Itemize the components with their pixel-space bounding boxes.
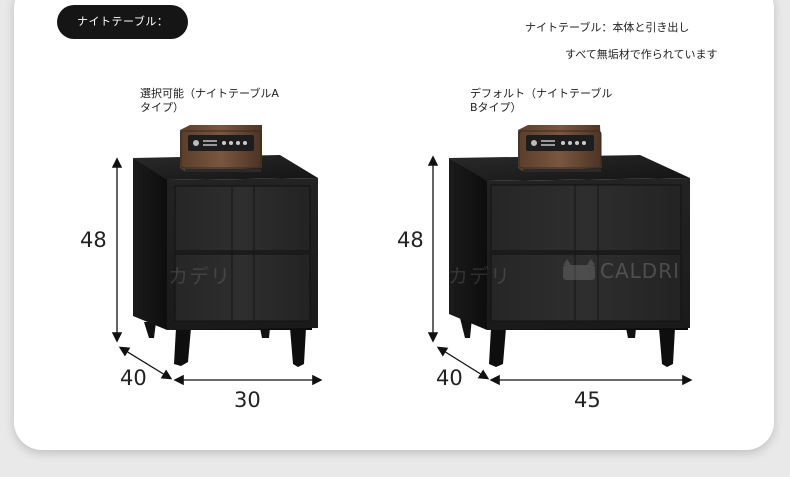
cabinet-side: [133, 158, 167, 330]
note-line-1: ナイトテーブル：本体と引き出し: [525, 21, 690, 34]
leg-front-right: [290, 328, 306, 367]
radio-speaker-a: [180, 125, 262, 172]
leg-back-right: [626, 328, 636, 338]
leg-front-right: [659, 328, 675, 367]
nightstand-b: [427, 125, 693, 386]
width-label-b: 45: [574, 388, 601, 412]
width-label-a: 30: [234, 388, 261, 412]
section-label: ナイトテーブル：: [77, 15, 169, 28]
drawer-bottom: [174, 253, 311, 322]
cabinet-side: [449, 158, 487, 330]
caption-b: デフォルト（ナイトテーブル Bタイプ）: [470, 87, 640, 115]
leg-front-left: [489, 328, 506, 367]
depth-label-b: 40: [436, 366, 463, 390]
leg-back-right: [260, 328, 270, 338]
watermark-brand: CALDRI: [600, 259, 680, 283]
depth-label-a: 40: [120, 366, 147, 390]
caption-a-line1: 選択可能（ナイトテーブルA: [140, 87, 279, 100]
drawer-bottom: [490, 253, 682, 322]
watermark-text-left: カデリ: [168, 264, 231, 288]
nightstand-a: [111, 125, 323, 386]
caption-a: 選択可能（ナイトテーブルA タイプ）: [140, 87, 310, 115]
leg-front-left: [174, 328, 191, 366]
height-label-b: 48: [397, 228, 424, 252]
depth-dimension-line: [436, 346, 490, 380]
caption-b-line2: Bタイプ）: [470, 101, 522, 114]
watermark-text-middle: カデリ: [448, 264, 511, 288]
brand-cat-icon: [563, 259, 595, 280]
height-label-a: 48: [80, 228, 107, 252]
drawer-top: [490, 184, 682, 252]
caption-a-line2: タイプ）: [140, 101, 184, 114]
drawer-top: [174, 185, 311, 252]
depth-dimension-line: [118, 346, 173, 380]
caption-b-line1: デフォルト（ナイトテーブル: [470, 87, 613, 100]
radio-speaker-b: [518, 125, 602, 172]
leg-back-left: [144, 322, 156, 338]
note-line-2: すべて無垢材で作られています: [565, 48, 718, 61]
leg-back-left: [460, 318, 472, 338]
section-label-pill: ナイトテーブル：: [57, 5, 189, 39]
